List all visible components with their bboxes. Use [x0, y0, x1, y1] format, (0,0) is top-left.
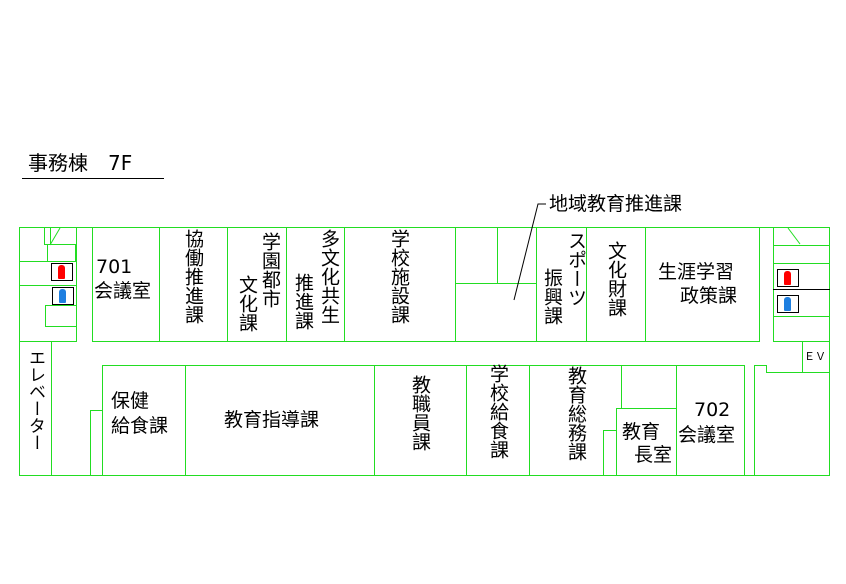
room-hoken-label-1: 保健 [111, 390, 150, 412]
room-shisetsu-label: 学校施設課 [388, 229, 410, 324]
room-shogai [645, 227, 760, 342]
room-kyushoku-label: 学校給食課 [487, 364, 509, 459]
kyoikucho-alcove [603, 430, 617, 476]
female-toilet-icon [51, 263, 73, 281]
elevator-label: エレベーター [25, 349, 45, 451]
room-702-label: 会議室 [678, 424, 736, 446]
room-gakuen-label-2: 文化課 [236, 275, 258, 332]
ev-label: ＥＶ [804, 350, 826, 363]
room-702-number: 702 [694, 399, 731, 421]
callout-chiiki-label: 地域教育推進課 [549, 193, 683, 215]
male-toilet-icon [777, 295, 799, 313]
right-service-area [773, 227, 830, 342]
male-toilet-icon [52, 287, 74, 305]
title-underline [22, 178, 164, 179]
room-701-label: 会議室 [94, 280, 152, 302]
left-closet [45, 305, 77, 327]
female-toilet-icon [777, 269, 799, 287]
room-shogai-label-2: 政策課 [680, 285, 738, 307]
wall [754, 365, 766, 366]
room-gakuen-label-1: 学園都市 [259, 232, 281, 308]
room-somu-label: 教育総務課 [565, 366, 587, 461]
room-tabunka-label-1: 多文化共生 [318, 229, 340, 324]
wall [497, 227, 498, 284]
room-sports-label-2: 振興課 [541, 268, 563, 325]
room-shogai-label-1: 生涯学習 [658, 261, 735, 283]
wall [773, 316, 830, 317]
room-bunkazai-label: 文化財課 [605, 241, 627, 317]
left-stairs-steps [47, 244, 76, 262]
wall [773, 289, 830, 290]
room-702 [676, 365, 745, 476]
right-stairs [773, 245, 830, 264]
floor-title: 事務棟 7F [28, 151, 133, 175]
room-tabunka-label-2: 推進課 [292, 273, 314, 330]
elevator-hall [19, 341, 52, 476]
wall [19, 285, 77, 286]
room-701-number: 701 [96, 256, 133, 278]
room-kyodo-label: 協働推進課 [182, 229, 204, 324]
room-kyoikucho-label-1: 教育 [622, 421, 661, 443]
room-sports-label-1: スポーツ [565, 231, 587, 307]
room-shokuin-label: 教職員課 [409, 375, 431, 451]
room-shido-label: 教育指導課 [224, 409, 320, 431]
wall [19, 261, 77, 262]
room-hoken-label-2: 給食課 [111, 415, 169, 437]
wall [766, 372, 830, 373]
wall [621, 365, 622, 409]
wall [766, 365, 767, 373]
room-kyoikucho-label-2: 長室 [634, 444, 673, 466]
wall [754, 365, 755, 476]
